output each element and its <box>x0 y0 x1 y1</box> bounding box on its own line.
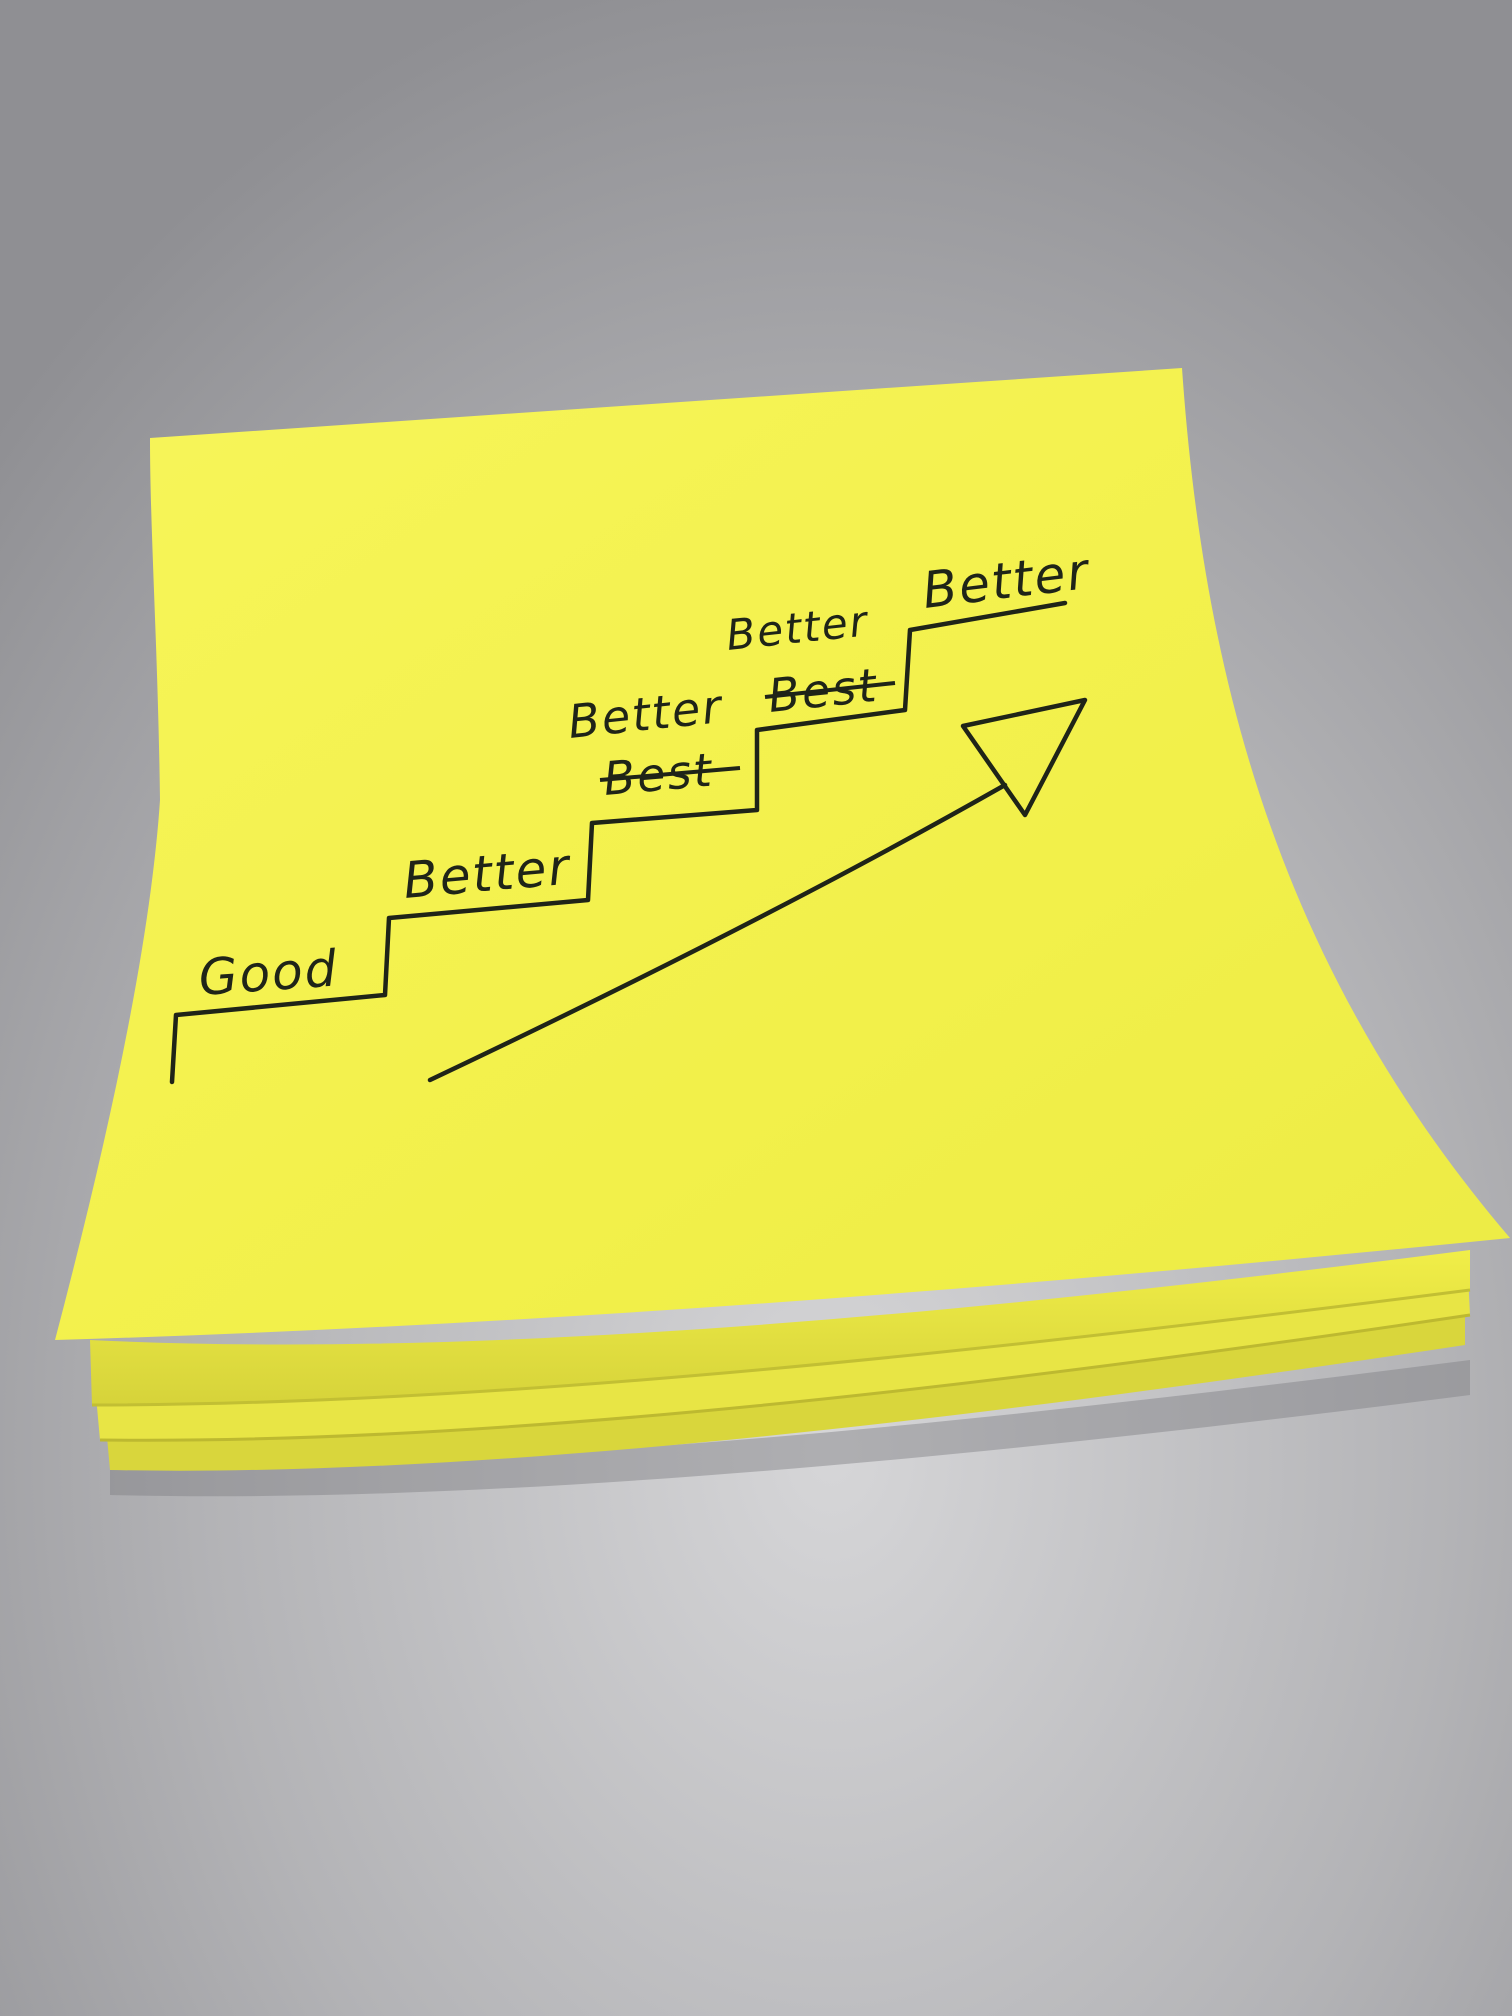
upward-arrow-icon <box>960 697 1088 818</box>
step-label-good: Good <box>197 939 340 1007</box>
hand-drawn-diagram <box>169 600 1068 1085</box>
strikethrough-best-2 <box>599 766 741 782</box>
sticky-note-top-sheet <box>55 368 1510 1340</box>
note-pad-edges <box>90 1250 1471 1471</box>
strikethrough-best-3 <box>764 681 896 699</box>
staircase-line <box>169 600 1068 1085</box>
pad-shadow <box>110 1360 1470 1497</box>
arrow-shaft <box>427 782 1008 1083</box>
